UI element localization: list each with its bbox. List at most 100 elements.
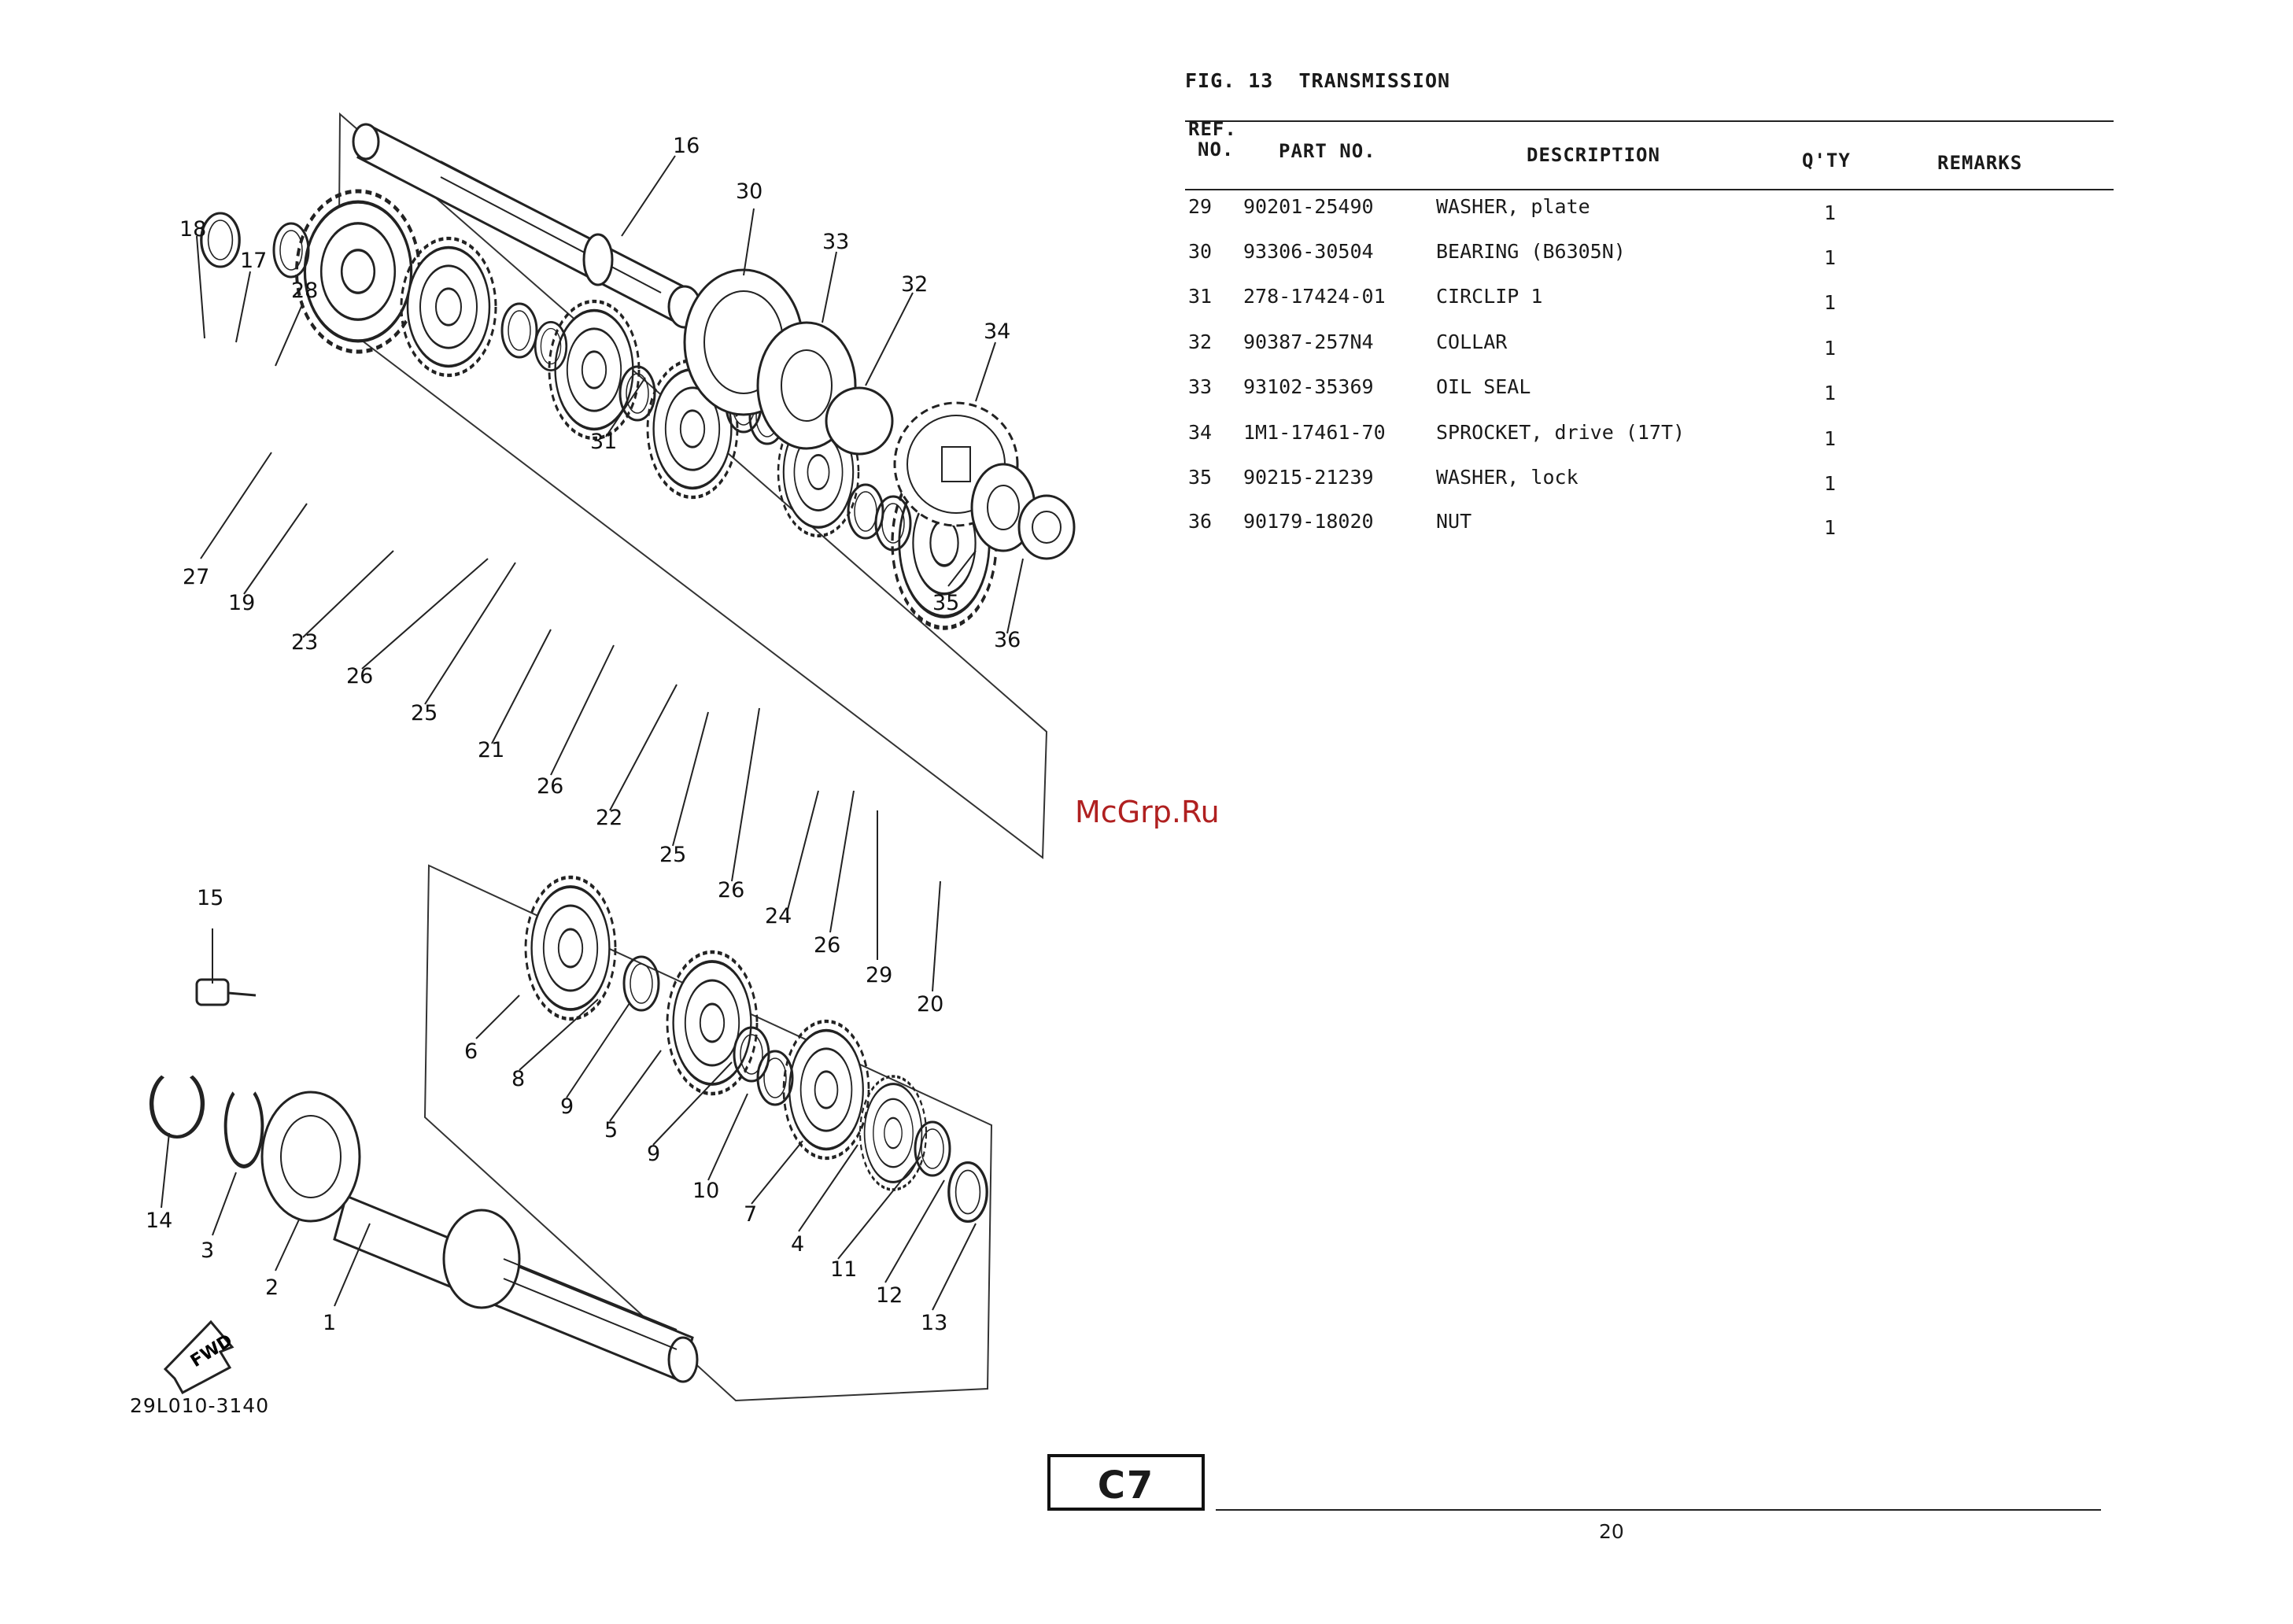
callout-33: 33 bbox=[822, 230, 849, 254]
header-ref-line2: NO. bbox=[1198, 138, 1235, 161]
header-part-no: PART NO. bbox=[1279, 140, 1376, 162]
section-code-box: C7 bbox=[1047, 1454, 1205, 1511]
row-ref: 30 bbox=[1188, 240, 1213, 263]
table-header-rule bbox=[1185, 189, 2114, 190]
row-part-no: 93102-35369 bbox=[1243, 375, 1374, 398]
row-ref: 29 bbox=[1188, 195, 1213, 218]
row-qty: 1 bbox=[1824, 201, 1837, 224]
row-qty: 1 bbox=[1824, 291, 1837, 314]
callout-23: 23 bbox=[291, 630, 318, 655]
drive-axle-shaft bbox=[333, 1194, 699, 1383]
callout-19: 19 bbox=[228, 591, 255, 615]
row-description: NUT bbox=[1436, 510, 1472, 533]
callout-1: 1 bbox=[323, 1311, 336, 1335]
row-description: COLLAR bbox=[1436, 330, 1508, 353]
callout-30: 30 bbox=[736, 179, 762, 204]
row-ref: 32 bbox=[1188, 330, 1213, 353]
drawing-code: 29L010-3140 bbox=[130, 1394, 269, 1417]
callout-9: 9 bbox=[560, 1094, 574, 1119]
table-row: 31 278-17424-01 CIRCLIP 1 1 bbox=[0, 285, 2293, 316]
row-part-no: 93306-30504 bbox=[1243, 240, 1374, 263]
callout-numbers: 16 30 33 32 34 31 35 36 18 17 28 27 19 2… bbox=[146, 134, 1021, 1335]
row-description: CIRCLIP 1 bbox=[1436, 285, 1543, 308]
main-axle-shaft bbox=[352, 123, 702, 329]
row-part-no: 1M1-17461-70 bbox=[1243, 421, 1386, 444]
callout-34: 34 bbox=[984, 319, 1010, 344]
fwd-arrow: FWD bbox=[163, 1320, 236, 1395]
callout-27: 27 bbox=[183, 565, 209, 589]
callout-20: 20 bbox=[917, 992, 943, 1017]
row-ref: 35 bbox=[1188, 466, 1213, 489]
callout-16: 16 bbox=[673, 134, 700, 158]
table-row: 35 90215-21239 WASHER, lock 1 bbox=[0, 466, 2293, 497]
callout-31: 31 bbox=[590, 430, 617, 454]
section-code: C7 bbox=[1097, 1463, 1155, 1508]
callout-11: 11 bbox=[830, 1257, 857, 1282]
callout-25: 25 bbox=[411, 701, 438, 725]
header-qty: Q'TY bbox=[1802, 149, 1851, 172]
leader-lines bbox=[161, 155, 1024, 1311]
callout-2: 2 bbox=[265, 1275, 279, 1300]
row-ref: 31 bbox=[1188, 285, 1213, 308]
page-number: 20 bbox=[1599, 1520, 1624, 1543]
callout-26: 26 bbox=[814, 933, 840, 958]
table-row: 36 90179-18020 NUT 1 bbox=[0, 510, 2293, 541]
transmission-exploded-diagram: 16 30 33 32 34 31 35 36 18 17 28 27 19 2… bbox=[130, 112, 1076, 1417]
callout-22: 22 bbox=[596, 806, 622, 830]
figure-number: FIG. 13 bbox=[1185, 69, 1274, 92]
row-part-no: 90387-257N4 bbox=[1243, 330, 1374, 353]
table-row: 29 90201-25490 WASHER, plate 1 bbox=[0, 195, 2293, 227]
row-part-no: 278-17424-01 bbox=[1243, 285, 1386, 308]
callout-17: 17 bbox=[240, 249, 267, 273]
row-part-no: 90215-21239 bbox=[1243, 466, 1374, 489]
callout-35: 35 bbox=[932, 591, 959, 615]
table-row: 32 90387-257N4 COLLAR 1 bbox=[0, 330, 2293, 362]
lower-bearing-and-bolt bbox=[195, 978, 361, 1223]
row-ref: 33 bbox=[1188, 375, 1213, 398]
callout-13: 13 bbox=[921, 1311, 947, 1335]
callout-7: 7 bbox=[744, 1202, 757, 1227]
header-ref-line1: REF. bbox=[1188, 118, 1237, 140]
bearing-seal-sprocket bbox=[683, 268, 1076, 560]
callout-21: 21 bbox=[478, 738, 504, 762]
row-qty: 1 bbox=[1824, 337, 1837, 360]
row-ref: 34 bbox=[1188, 421, 1213, 444]
callout-28: 28 bbox=[291, 279, 318, 303]
callout-5: 5 bbox=[604, 1118, 618, 1142]
callout-25: 25 bbox=[659, 843, 686, 867]
row-description: SPROCKET, drive (17T) bbox=[1436, 421, 1686, 444]
header-remarks: REMARKS bbox=[1937, 152, 2023, 174]
callout-3: 3 bbox=[201, 1238, 214, 1263]
callout-26: 26 bbox=[537, 774, 563, 799]
row-qty: 1 bbox=[1824, 472, 1837, 495]
row-description: WASHER, lock bbox=[1436, 466, 1579, 489]
callout-32: 32 bbox=[901, 272, 928, 297]
watermark-text: McGrp.Ru bbox=[1075, 795, 1220, 829]
callout-10: 10 bbox=[692, 1179, 719, 1203]
callout-4: 4 bbox=[791, 1232, 804, 1257]
callout-9: 9 bbox=[647, 1142, 660, 1166]
callout-12: 12 bbox=[876, 1283, 903, 1308]
figure-name: TRANSMISSION bbox=[1298, 69, 1451, 92]
row-part-no: 90179-18020 bbox=[1243, 510, 1374, 533]
callout-26: 26 bbox=[346, 664, 373, 688]
footer-rule bbox=[1216, 1509, 2101, 1511]
callout-15: 15 bbox=[197, 886, 223, 910]
callout-6: 6 bbox=[464, 1039, 478, 1064]
header-description: DESCRIPTION bbox=[1527, 144, 1660, 166]
row-description: BEARING (B6305N) bbox=[1436, 240, 1626, 263]
callout-24: 24 bbox=[765, 904, 792, 928]
row-qty: 1 bbox=[1824, 246, 1837, 269]
callout-14: 14 bbox=[146, 1209, 172, 1233]
table-top-rule bbox=[1185, 120, 2114, 122]
table-row: 34 1M1-17461-70 SPROCKET, drive (17T) 1 bbox=[0, 421, 2293, 452]
row-description: WASHER, plate bbox=[1436, 195, 1590, 218]
callout-26: 26 bbox=[718, 878, 744, 902]
callout-36: 36 bbox=[994, 628, 1021, 652]
table-row: 30 93306-30504 BEARING (B6305N) 1 bbox=[0, 240, 2293, 271]
row-ref: 36 bbox=[1188, 510, 1213, 533]
row-qty: 1 bbox=[1824, 516, 1837, 539]
callout-29: 29 bbox=[866, 963, 892, 987]
row-qty: 1 bbox=[1824, 382, 1837, 404]
row-qty: 1 bbox=[1824, 427, 1837, 450]
